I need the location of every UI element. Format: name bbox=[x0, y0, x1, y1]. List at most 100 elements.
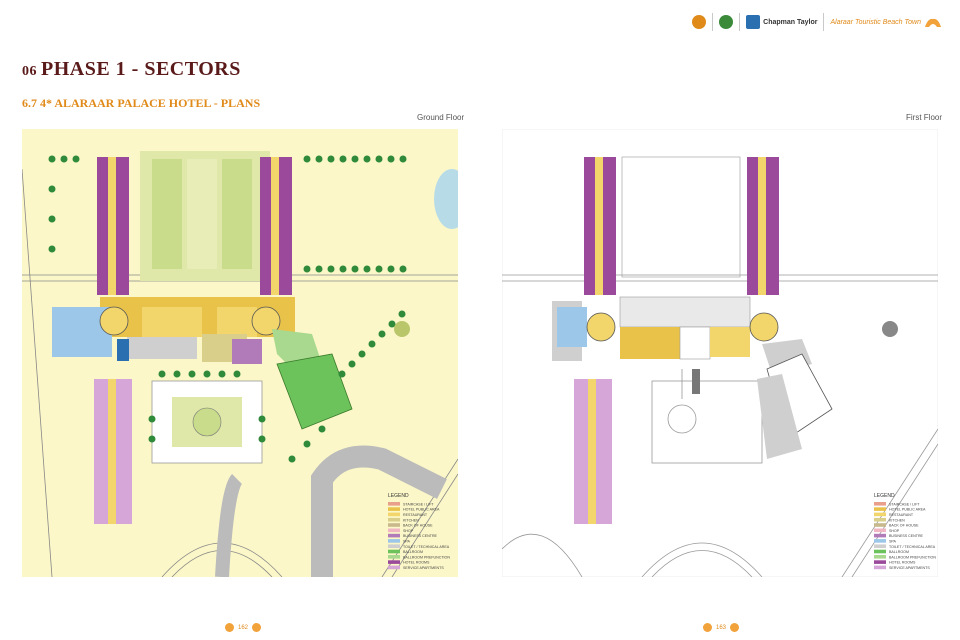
subsection-title: 6.7 4* ALARAAR PALACE HOTEL - PLANS bbox=[22, 96, 261, 110]
legend-swatch bbox=[388, 517, 400, 522]
lift-core bbox=[117, 339, 129, 361]
legend-label: BALLROOM bbox=[403, 550, 423, 554]
corridor-east bbox=[758, 157, 766, 295]
corridor-east bbox=[271, 157, 279, 295]
legend-label: TOILET / TECHNICAL AREA bbox=[889, 545, 936, 549]
govt-logo bbox=[692, 15, 707, 29]
legend-swatch bbox=[874, 533, 886, 538]
garden-bed bbox=[222, 159, 252, 269]
header-logos: Chapman Taylor Alaraar Touristic Beach T… bbox=[692, 10, 942, 34]
divider bbox=[712, 13, 714, 31]
roundabout bbox=[882, 321, 898, 337]
legend-swatch bbox=[388, 528, 400, 533]
garden-walk bbox=[187, 159, 217, 269]
section-title-text: PHASE 1 - SECTORS bbox=[41, 58, 241, 80]
legend-label: BACK OF HOUSE bbox=[889, 524, 919, 528]
page-number-text: 162 bbox=[238, 624, 249, 631]
parking-curve bbox=[311, 445, 447, 577]
section-title: 06 PHASE 1 - SECTORS bbox=[22, 58, 241, 81]
legend-label: BALLROOM PREFUNCTION bbox=[889, 555, 936, 559]
legend-label: HOTEL ROOMS bbox=[889, 561, 916, 565]
page-dot-icon bbox=[730, 623, 740, 632]
divider bbox=[739, 13, 741, 31]
town-text: Alaraar Touristic Beach Town bbox=[830, 18, 921, 26]
legend-swatch bbox=[874, 544, 886, 548]
legend-swatch bbox=[874, 560, 886, 564]
apartments-corridor bbox=[108, 379, 116, 524]
ballroom bbox=[276, 353, 353, 430]
page-number-text: 163 bbox=[716, 624, 727, 631]
restaurant bbox=[710, 327, 750, 357]
spa bbox=[557, 307, 587, 347]
legend-swatch bbox=[388, 539, 400, 543]
legend-label: HOTEL PUBLIC AREA bbox=[889, 508, 926, 512]
ct-icon bbox=[746, 15, 761, 29]
legend-swatch bbox=[874, 549, 886, 554]
courtyard-void bbox=[621, 156, 741, 278]
restaurant-lobby bbox=[217, 307, 257, 337]
authority-logo bbox=[719, 15, 734, 29]
void bbox=[679, 326, 711, 360]
divider bbox=[823, 13, 825, 31]
legend-swatch bbox=[388, 544, 400, 548]
legend-label: TOILET / TECHNICAL AREA bbox=[403, 545, 450, 549]
legend-label: RESTAURANT bbox=[889, 513, 914, 517]
legend-swatch bbox=[388, 512, 400, 517]
legend-label: HOTEL PUBLIC AREA bbox=[403, 508, 440, 512]
legend-label: KITCHEN bbox=[403, 518, 419, 522]
technical-area bbox=[127, 337, 197, 359]
legend-title: LEGEND bbox=[388, 493, 409, 499]
legend-label: SHOP bbox=[889, 529, 900, 533]
first-floor-label: First Floor bbox=[906, 113, 942, 122]
legend-items: STAIRCASE / LIFT HOTEL PUBLIC AREARESTAUR… bbox=[874, 502, 936, 570]
legend-label: KITCHEN bbox=[889, 518, 905, 522]
legend-swatch bbox=[874, 555, 886, 559]
road-lines bbox=[502, 274, 938, 577]
legend-label: RESTAURANT bbox=[403, 513, 428, 517]
legend-swatch bbox=[388, 555, 400, 559]
atrium-east bbox=[749, 312, 779, 342]
corridor-west bbox=[595, 157, 603, 295]
legend-label: BUSINESS CENTRE bbox=[889, 534, 924, 538]
fountain bbox=[192, 407, 222, 437]
legend-label: HOTEL ROOMS bbox=[403, 561, 430, 565]
legend-swatch bbox=[388, 560, 400, 564]
legend-label: SERVICE APARTMENTS bbox=[889, 566, 930, 570]
atrium-east bbox=[251, 306, 281, 336]
authority-icon bbox=[719, 15, 734, 29]
legend-label: SERVICE APARTMENTS bbox=[403, 566, 444, 570]
legend-swatch bbox=[874, 539, 886, 543]
legend-swatch bbox=[388, 565, 400, 570]
legend-swatch bbox=[874, 528, 886, 533]
legend-label: BUSINESS CENTRE bbox=[403, 534, 438, 538]
legend-swatch bbox=[388, 507, 400, 511]
chapman-taylor-logo: Chapman Taylor bbox=[746, 15, 817, 29]
legend-label: BALLROOM bbox=[889, 550, 909, 554]
legend-label: BACK OF HOUSE bbox=[403, 524, 433, 528]
town-icon bbox=[925, 18, 941, 27]
page-dot-icon bbox=[225, 623, 234, 632]
section-number: 06 bbox=[22, 64, 37, 79]
upper-public bbox=[619, 296, 751, 328]
ground-floor-label: Ground Floor bbox=[417, 113, 465, 122]
legend-swatch bbox=[388, 502, 400, 506]
public-area bbox=[620, 327, 680, 359]
legend-swatch bbox=[388, 523, 400, 527]
atrium-west bbox=[99, 306, 129, 336]
pond bbox=[434, 169, 458, 229]
legend-label: BALLROOM PREFUNCTION bbox=[403, 555, 450, 559]
business-centre bbox=[232, 339, 262, 364]
restaurant bbox=[142, 307, 202, 337]
legend-swatch bbox=[874, 517, 886, 522]
parking-arc bbox=[215, 474, 243, 577]
page-dot-icon bbox=[252, 623, 262, 632]
legend-swatch bbox=[874, 502, 886, 506]
bridge-link bbox=[692, 369, 700, 394]
corridor-west bbox=[108, 157, 116, 295]
page-number-left: 162 bbox=[225, 623, 262, 632]
legend-label: STAIRCASE / LIFT bbox=[889, 502, 920, 506]
